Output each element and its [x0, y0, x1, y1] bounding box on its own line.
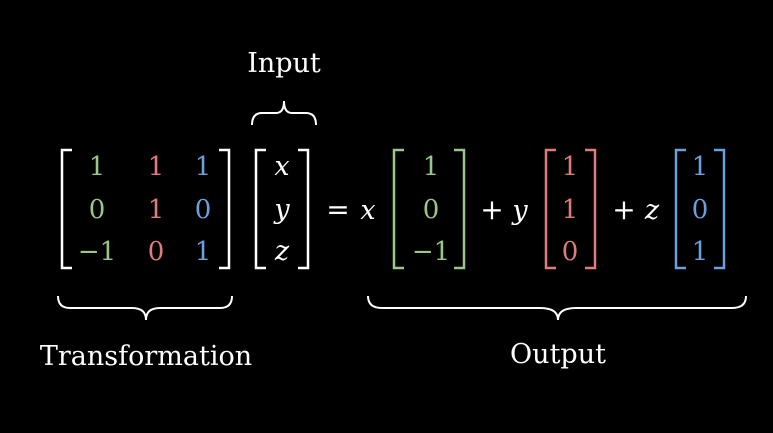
transformation-brace: [57, 295, 233, 321]
matrix-right-bracket: [219, 148, 231, 270]
blue-vector-right-bracket: [714, 148, 726, 270]
matrix-cell-r1-c1: 1: [89, 152, 106, 182]
plus-sign-2: +: [612, 193, 635, 226]
transformation-label: Transformation: [40, 341, 252, 372]
matrix-cell-r3-c1: −1: [78, 237, 116, 267]
matrix-cell-r2-c1: 0: [89, 195, 106, 225]
red-vector-right-bracket: [585, 148, 597, 270]
matrix-cell-r1-c3: 1: [195, 152, 212, 182]
blue-vector-value-1: 1: [692, 152, 709, 182]
plus-sign-1: +: [480, 193, 503, 226]
red-vector-left-bracket: [544, 148, 556, 270]
blue-vector-left-bracket: [674, 148, 686, 270]
matrix-left-bracket: [60, 148, 72, 270]
red-vector-value-1: 1: [562, 152, 579, 182]
input-brace: [251, 100, 317, 126]
equals-sign: =: [326, 193, 349, 226]
matrix-cell-r1-c2: 1: [148, 152, 165, 182]
green-vector-right-bracket: [454, 148, 466, 270]
coefficient-z: z: [644, 195, 660, 226]
matrix-cell-r3-c2: 0: [148, 237, 165, 267]
input-vector-x: x: [274, 151, 289, 182]
input-label: Input: [247, 48, 321, 79]
blue-vector-value-3: 1: [692, 237, 709, 267]
input-vector-right-bracket: [298, 148, 310, 270]
coefficient-y: y: [511, 195, 528, 226]
green-vector-value-3: −1: [412, 237, 450, 267]
input-vector-y: y: [273, 194, 290, 225]
green-vector-value-1: 1: [423, 152, 440, 182]
matrix-cell-r3-c3: 1: [195, 237, 212, 267]
coefficient-x: x: [360, 195, 375, 226]
red-vector-value-2: 1: [562, 195, 579, 225]
matrix-cell-r2-c3: 0: [195, 195, 212, 225]
green-vector-value-2: 0: [423, 195, 440, 225]
output-brace: [367, 295, 747, 321]
matrix-cell-r2-c2: 1: [148, 195, 165, 225]
output-label: Output: [510, 339, 606, 370]
input-vector-left-bracket: [254, 148, 266, 270]
blue-vector-value-2: 0: [692, 195, 709, 225]
red-vector-value-3: 0: [562, 237, 579, 267]
green-vector-left-bracket: [392, 148, 404, 270]
input-vector-z: z: [274, 236, 290, 267]
